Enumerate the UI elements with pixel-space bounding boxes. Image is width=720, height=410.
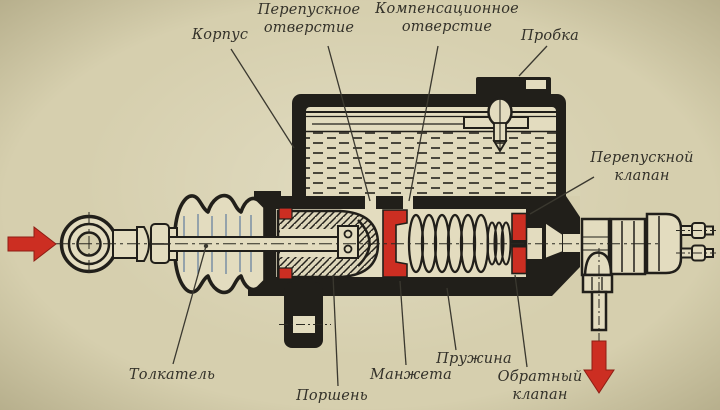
drain-branch <box>581 251 614 332</box>
label-check-valve: Обратный клапан <box>497 369 583 403</box>
filler-plug <box>463 77 551 153</box>
outlet-passage <box>525 220 582 261</box>
plug-vent-hole <box>526 80 546 89</box>
mounting-lug <box>279 282 331 348</box>
label-compensation-port: Компенсационное отверстие <box>375 1 519 35</box>
brake-fluid <box>306 131 556 196</box>
bypass-port-hole <box>365 195 376 211</box>
label-spring: Пружина <box>436 351 512 367</box>
pushrod-ball-socket <box>337 219 371 267</box>
leader-lines <box>172 45 595 387</box>
label-body: Корпус <box>191 27 249 43</box>
compensation-port-hole <box>403 195 413 211</box>
secondary-piston-seals <box>278 207 293 280</box>
label-cup: Манжета <box>370 367 452 383</box>
label-plug: Пробка <box>520 28 580 44</box>
label-bypass-valve: Перепускной клапан <box>590 150 694 184</box>
input-force-arrow-icon <box>7 225 57 263</box>
label-piston: Поршень <box>296 388 368 404</box>
tee-nipples <box>680 222 714 262</box>
label-pushrod: Толкатель <box>128 367 216 383</box>
centerlines <box>55 212 716 347</box>
output-flow-arrow-icon <box>583 340 615 394</box>
fitting-hex-nut <box>609 217 647 276</box>
fitting-end-cap <box>645 212 683 275</box>
label-bypass-port: Перепускное отверстие <box>257 2 361 36</box>
